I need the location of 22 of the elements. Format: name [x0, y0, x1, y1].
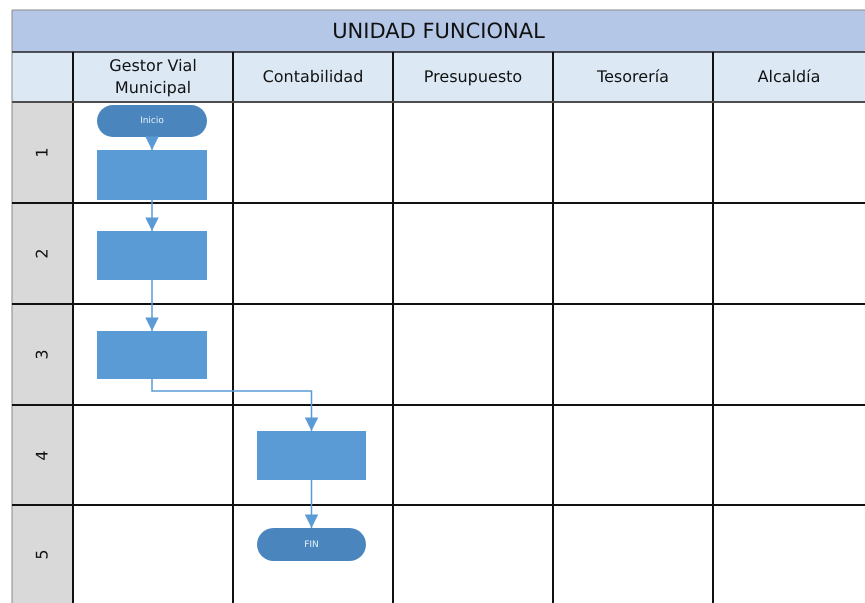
process-box — [97, 150, 207, 200]
column-header: Gestor Vial Municipal — [73, 52, 233, 102]
terminal-shape: Inicio — [97, 105, 207, 137]
column-header: Contabilidad — [233, 52, 393, 102]
terminal-shape: FIN — [257, 528, 366, 561]
arrow — [304, 480, 318, 528]
row-number: 3 — [33, 349, 52, 360]
column-header: Tesorería — [553, 52, 713, 102]
title: UNIDAD FUNCIONAL — [12, 10, 865, 52]
column-header: Alcaldía — [713, 52, 865, 102]
process-box — [97, 331, 207, 379]
process-box — [257, 431, 366, 480]
arrow — [151, 379, 318, 431]
arrow — [145, 280, 159, 331]
arrow — [145, 136, 159, 150]
column-header: Presupuesto — [393, 52, 553, 102]
process-box — [97, 231, 207, 280]
row-number: 5 — [33, 548, 52, 560]
row-number: 4 — [33, 450, 52, 460]
arrow — [145, 200, 159, 231]
row-number: 2 — [33, 248, 52, 259]
row-number: 1 — [33, 147, 52, 158]
